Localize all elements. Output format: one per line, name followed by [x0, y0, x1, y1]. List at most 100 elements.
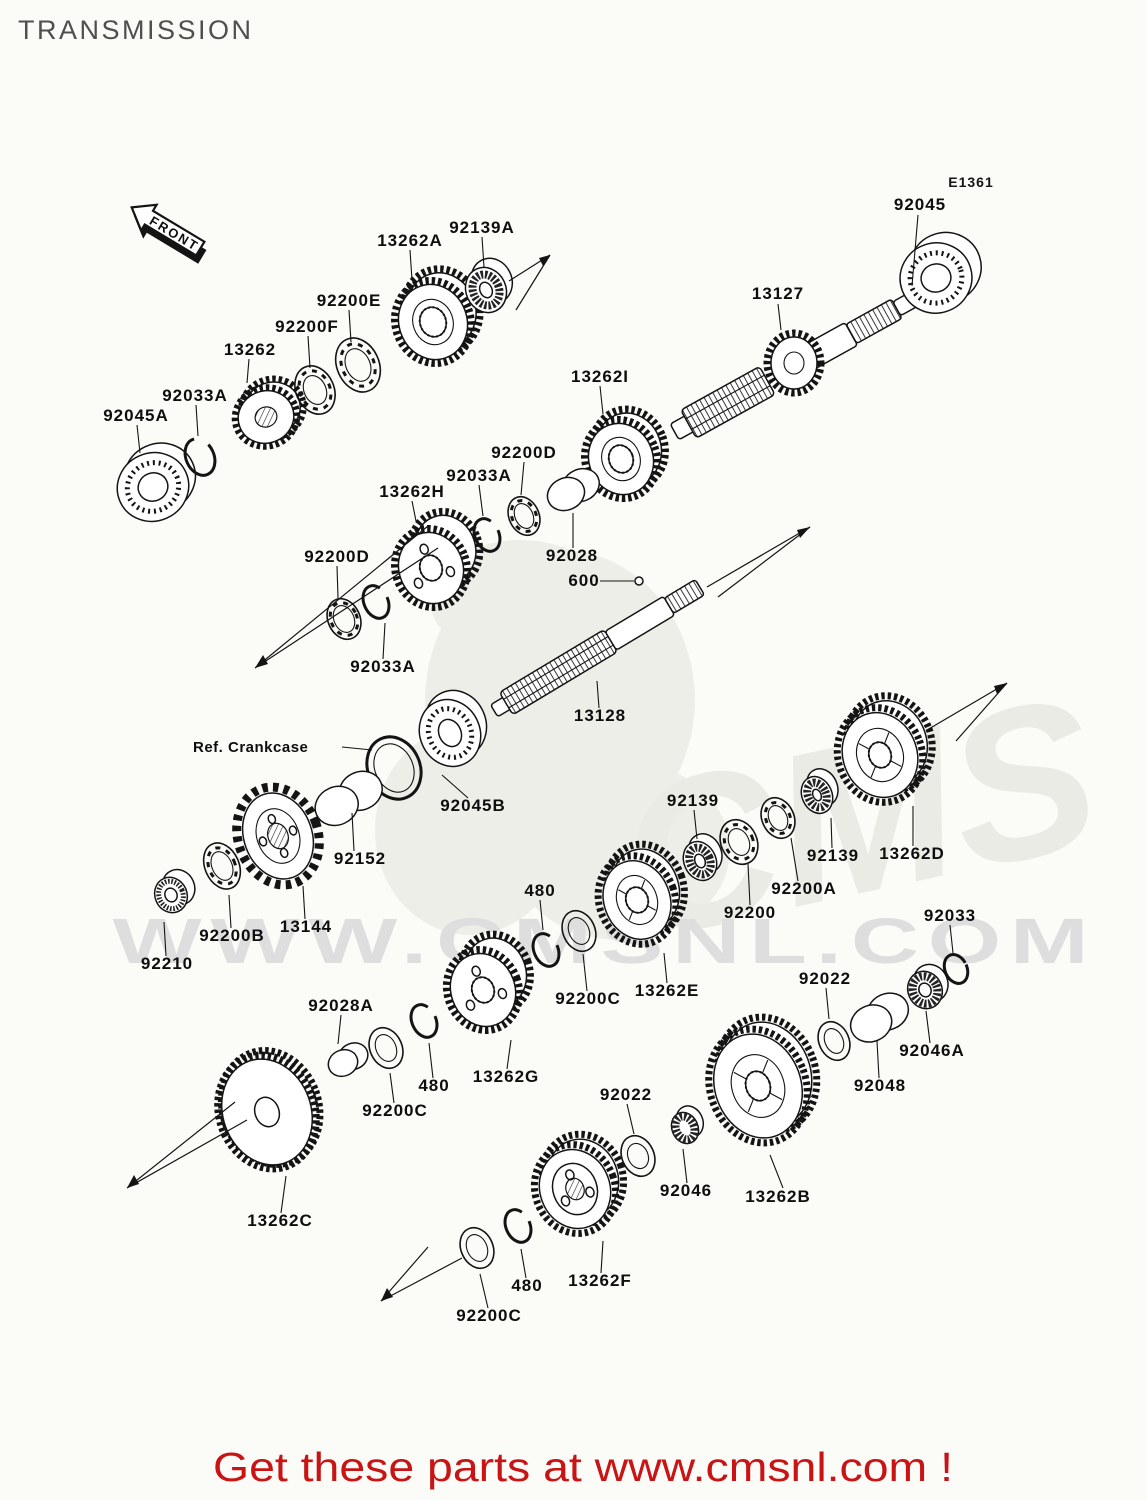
part-label-92200c-2[interactable]: 92200C — [362, 1101, 428, 1120]
part-label-13262h[interactable]: 13262H — [379, 482, 445, 501]
page-title: TRANSMISSION — [18, 15, 254, 45]
bearing-92139-2 — [800, 768, 839, 815]
part-label-13262i[interactable]: 13262I — [571, 367, 629, 386]
part-label-92139-2[interactable]: 92139 — [807, 846, 859, 865]
part-label-92045b[interactable]: 92045B — [440, 796, 506, 815]
snap-ring-480-2 — [409, 1003, 439, 1039]
snap-ring-92033a-3 — [361, 584, 391, 620]
part-label-92045a[interactable]: 92045A — [103, 406, 169, 425]
part-label-92210[interactable]: 92210 — [141, 954, 193, 973]
part-label-92033[interactable]: 92033 — [924, 906, 976, 925]
steel-ball-600 — [634, 576, 644, 586]
washer-92200c-bottom — [459, 1226, 495, 1270]
part-label-13262[interactable]: 13262 — [224, 340, 276, 359]
part-label-92200c-1[interactable]: 92200C — [555, 989, 621, 1008]
part-label-92046[interactable]: 92046 — [660, 1181, 712, 1200]
gear-cluster-13262g — [442, 930, 534, 1034]
bushing-92152 — [314, 770, 383, 827]
part-label-13144[interactable]: 13144 — [280, 917, 332, 936]
part-label-13262b[interactable]: 13262B — [745, 1187, 811, 1206]
pointer-arrow-3 — [926, 682, 1008, 742]
gear-13262f — [530, 1130, 628, 1237]
part-label-480-1[interactable]: 480 — [524, 881, 555, 900]
leader-lines — [136, 214, 954, 1309]
washer-92200d-2 — [326, 597, 362, 641]
gear-13262e — [594, 840, 688, 948]
part-label-92139a[interactable]: 92139A — [449, 218, 515, 237]
part-label-13262c[interactable]: 13262C — [247, 1211, 313, 1230]
footer-cmsnl-link[interactable]: Get these parts at www.cmsnl.com ! — [213, 1444, 953, 1490]
part-label-13262g[interactable]: 13262G — [473, 1067, 540, 1086]
part-label-92200e[interactable]: 92200E — [317, 291, 382, 310]
output-shaft-13128 — [490, 579, 705, 717]
snap-ring-480-3 — [503, 1208, 533, 1244]
part-label-92200d-2[interactable]: 92200D — [304, 547, 370, 566]
part-label-13127[interactable]: 13127 — [752, 284, 804, 303]
gear-cluster-13262h — [391, 507, 484, 612]
bearing-92046 — [670, 1105, 705, 1145]
gear-13262 — [231, 375, 307, 450]
part-label-92022-2[interactable]: 92022 — [799, 969, 851, 988]
bearing-92139a — [464, 257, 514, 314]
part-label-92033a-3[interactable]: 92033A — [350, 657, 416, 676]
diagram-code: E1361 — [948, 174, 993, 190]
part-label-92152[interactable]: 92152 — [334, 849, 386, 868]
washer-92200c-1 — [561, 909, 597, 953]
part-label-92045[interactable]: 92045 — [894, 195, 946, 214]
snap-ring-92033a-1 — [183, 437, 217, 477]
gear-13262i — [581, 405, 669, 503]
gear-13262b — [705, 1013, 821, 1147]
washer-92200c-left — [368, 1026, 404, 1070]
part-label-92200a[interactable]: 92200A — [771, 879, 837, 898]
part-label-13262e[interactable]: 13262E — [635, 981, 700, 1000]
washer-92022-right — [817, 1020, 851, 1062]
bearing-92045 — [899, 231, 982, 314]
bearing-92045b — [418, 689, 488, 768]
part-label-13128[interactable]: 13128 — [574, 706, 626, 725]
part-label-92200c-3[interactable]: 92200C — [456, 1306, 522, 1325]
part-label-92200[interactable]: 92200 — [724, 903, 776, 922]
gear-13262c — [214, 1047, 324, 1173]
part-label-480-3[interactable]: 480 — [511, 1276, 542, 1295]
pointer-arrow-2 — [706, 526, 811, 598]
part-label-13262f[interactable]: 13262F — [568, 1271, 632, 1290]
front-arrow-shape — [130, 203, 206, 257]
part-label-13262a[interactable]: 13262A — [377, 231, 443, 250]
part-label-92048[interactable]: 92048 — [854, 1076, 906, 1095]
washer-92200d-1 — [507, 495, 541, 537]
bushing-92028a — [327, 1042, 369, 1078]
part-label-92139-1[interactable]: 92139 — [667, 791, 719, 810]
pointer-arrow-6 — [380, 1246, 463, 1302]
washer-92200b — [202, 842, 242, 890]
part-label-92046a[interactable]: 92046A — [899, 1041, 965, 1060]
part-label-92033a-1[interactable]: 92033A — [162, 386, 228, 405]
part-label-92022-1[interactable]: 92022 — [600, 1085, 652, 1104]
washer-92200e — [334, 337, 382, 393]
pointer-arrow-4 — [254, 525, 439, 669]
ref-crankcase-label: Ref. Crankcase — [193, 739, 308, 756]
bearing-92046a — [906, 963, 949, 1010]
part-label-92200b[interactable]: 92200B — [199, 926, 265, 945]
washer-92022-left — [620, 1134, 656, 1178]
front-direction-marker: FRONT — [130, 203, 207, 264]
sprocket-13144 — [232, 782, 324, 890]
input-shaft-13127 — [670, 289, 923, 440]
shaft-gear — [763, 329, 825, 397]
part-label-92200f[interactable]: 92200F — [275, 317, 339, 336]
bushing-92048 — [849, 992, 910, 1043]
pointer-arrow-1 — [508, 254, 551, 311]
part-label-600[interactable]: 600 — [568, 571, 599, 590]
part-label-92028[interactable]: 92028 — [546, 546, 598, 565]
part-label-92028a[interactable]: 92028A — [308, 996, 374, 1015]
part-label-92033a-2[interactable]: 92033A — [446, 466, 512, 485]
pointer-arrow-5 — [126, 1101, 248, 1189]
part-label-480-2[interactable]: 480 — [418, 1076, 449, 1095]
part-label-92200d-1[interactable]: 92200D — [491, 443, 557, 462]
washer-92200f — [294, 365, 336, 415]
part-label-13262d[interactable]: 13262D — [879, 844, 945, 863]
nut-92210 — [153, 868, 196, 914]
bearing-92045a — [116, 442, 197, 523]
bushing-92028 — [546, 467, 601, 512]
